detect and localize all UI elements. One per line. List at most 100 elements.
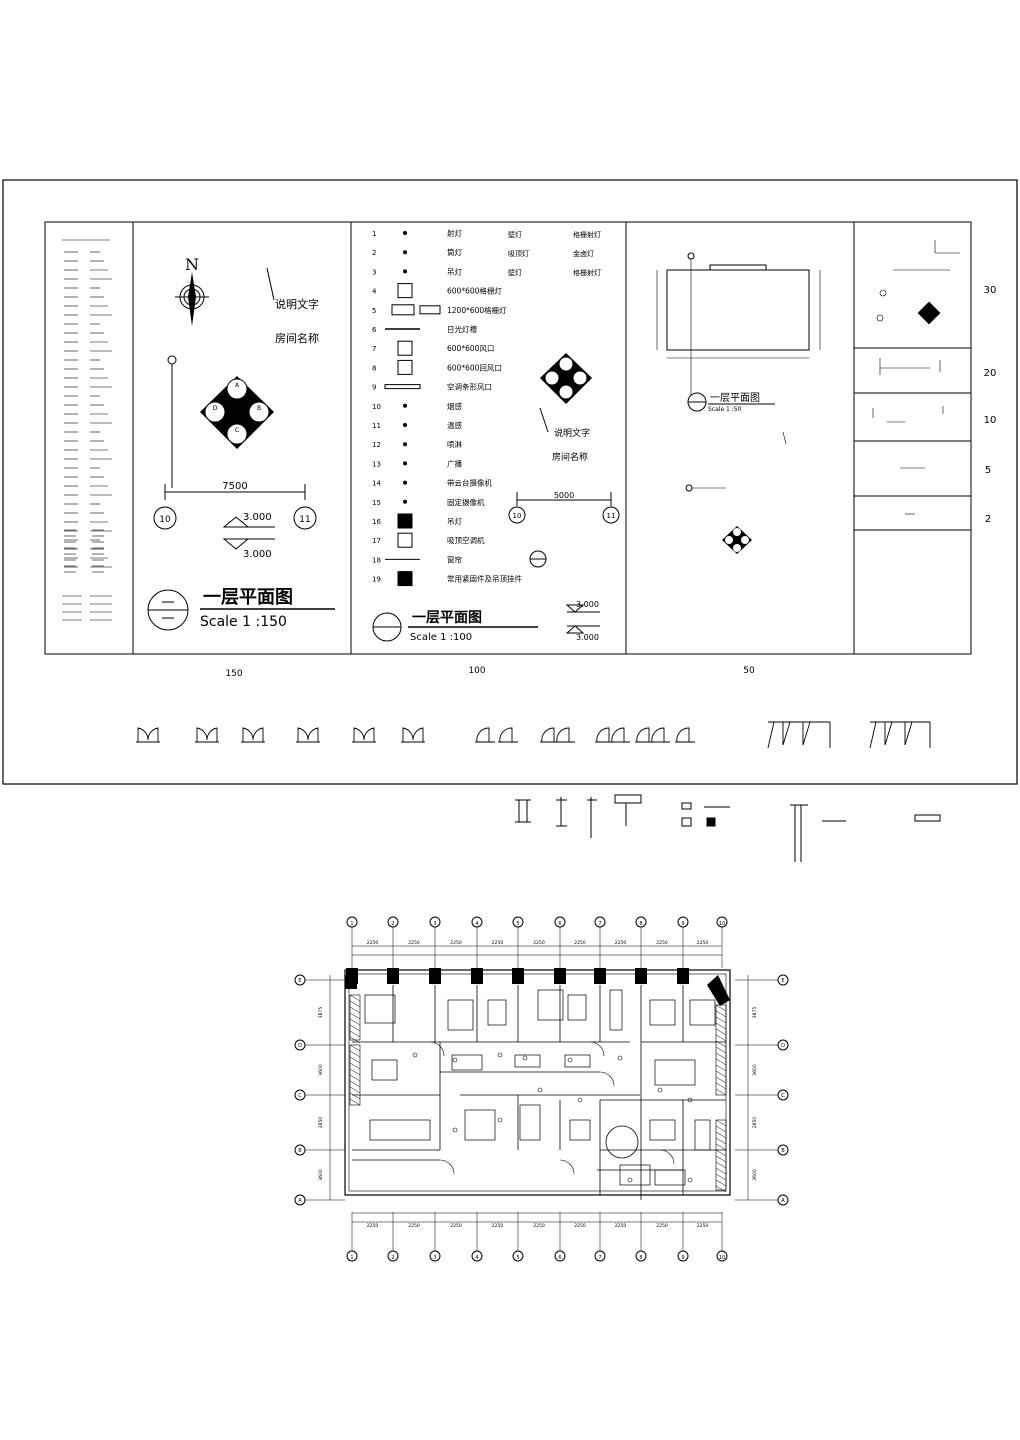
- legend-label: 600*600风口: [447, 344, 494, 353]
- scale-label-100: 100: [468, 666, 485, 676]
- column: [512, 968, 524, 984]
- legend-number: 6: [372, 326, 377, 334]
- legend-label: 射灯: [447, 228, 462, 238]
- legend-label: 吊灯: [447, 266, 462, 276]
- furniture: [649, 1119, 676, 1141]
- revolving-door: [605, 1125, 639, 1159]
- door-swing: [439, 1159, 455, 1175]
- axis-label: 8: [639, 921, 642, 927]
- legend-number: 7: [372, 345, 376, 353]
- outer-wall: [344, 969, 731, 1196]
- svg-text:B: B: [257, 405, 261, 412]
- axis-label: 6: [558, 921, 561, 927]
- legend-symbol-icon: [397, 283, 413, 299]
- dimension-text: 2250: [367, 940, 379, 946]
- plan-title: 一层平面图: [412, 610, 482, 626]
- dimension-text: 2850: [752, 1117, 758, 1129]
- furniture: [451, 1054, 483, 1071]
- legend-label: 吸顶空调机: [447, 535, 485, 545]
- legend-number: 2: [372, 249, 376, 257]
- axis-label: 5: [516, 921, 519, 927]
- axis-label: 7: [598, 921, 601, 927]
- dimension-text: 2250: [615, 1223, 627, 1229]
- note-text: 说明文字: [554, 427, 590, 439]
- legend-symbol-icon: [384, 384, 421, 390]
- door-icon: [297, 727, 319, 742]
- sheet-frame: [2, 179, 1018, 785]
- axis-label: 11: [299, 515, 310, 525]
- legend-label: 烟感: [447, 401, 462, 411]
- legend-number: 3: [372, 268, 376, 276]
- door-icon: [476, 727, 490, 743]
- legend-symbol-icon: [397, 340, 413, 356]
- floor-plan: 1122502250222250225033225022504422502250…: [294, 916, 789, 1262]
- legend-number: 17: [372, 537, 381, 545]
- legend-number: 19: [372, 576, 381, 584]
- legend-symbol-icon: [403, 461, 407, 466]
- column: [594, 968, 606, 984]
- dimension-text: 2250: [492, 940, 504, 946]
- axis-label: B: [298, 1148, 302, 1154]
- north-label: N: [185, 255, 199, 274]
- panel-50: 一层平面图 Scale 1 :50: [656, 252, 821, 554]
- legend-col3: 格栅射灯: [573, 230, 601, 239]
- note-text: 说明文字: [275, 297, 319, 311]
- furniture: [519, 1104, 541, 1141]
- column: [635, 968, 647, 984]
- plan-scale: Scale 1 :150: [200, 614, 287, 630]
- axis-label: 5: [516, 1255, 519, 1261]
- legend-symbol-icon: [403, 269, 407, 274]
- dimension-text: 2250: [408, 940, 420, 946]
- small-panels: [872, 240, 960, 515]
- furniture: [447, 999, 474, 1031]
- axis-label: E: [298, 978, 301, 984]
- legend-number: 9: [372, 384, 376, 392]
- door-icon: [611, 727, 625, 743]
- furniture: [464, 1109, 496, 1141]
- furniture: [649, 999, 676, 1026]
- axis-label: 4: [475, 1255, 478, 1261]
- row-scale-label: 20: [984, 368, 997, 379]
- legend-symbol-icon: [397, 513, 413, 529]
- furniture: [371, 1059, 398, 1081]
- plan-scale: Scale 1 :50: [708, 406, 742, 413]
- furniture: [564, 1054, 591, 1068]
- legend-symbol-icon: [403, 231, 407, 235]
- axis-label: 1: [350, 921, 353, 927]
- room-name: 房间名称: [552, 451, 588, 463]
- furniture: [369, 1119, 431, 1141]
- dimension-text: 3875: [752, 1007, 758, 1019]
- door-icon: [402, 727, 424, 742]
- door-symbols: [136, 721, 931, 749]
- svg-text:C: C: [235, 427, 239, 434]
- elevation-top: 3.000: [243, 512, 272, 523]
- plan-scale: Scale 1 :100: [410, 632, 472, 643]
- dimension-text: 2250: [615, 940, 627, 946]
- room-name: 房间名称: [275, 331, 319, 345]
- legend-label: 1200*600格栅灯: [447, 305, 507, 315]
- door-icon: [137, 727, 159, 742]
- legend-label: 筒灯: [447, 247, 462, 257]
- legend-number: 5: [372, 307, 376, 315]
- furniture: [364, 994, 396, 1024]
- axis-label: 6: [558, 1255, 561, 1261]
- axis-label: A: [298, 1198, 302, 1204]
- legend-label: 喷淋: [447, 439, 462, 449]
- legend-symbol-icon: [403, 480, 407, 485]
- legend-label: 常用紧固件及吊顶挂件: [447, 574, 522, 584]
- dimension-text: 3600: [318, 1064, 324, 1076]
- dimension-text: 2250: [574, 1223, 586, 1229]
- door-icon: [596, 727, 610, 743]
- legend-number: 11: [372, 422, 381, 430]
- axis-label: 7: [598, 1255, 601, 1261]
- legend-number: 1: [372, 230, 376, 238]
- axis-label: 9: [681, 921, 684, 927]
- index-symbol-icon: [540, 353, 592, 404]
- door-swing: [659, 1149, 675, 1165]
- legend-label: 带云台摄像机: [447, 478, 492, 488]
- furniture: [654, 1059, 696, 1086]
- legend-label: 600*600回风口: [447, 363, 502, 372]
- dimension-text: 2250: [574, 940, 586, 946]
- door-swing: [589, 1041, 605, 1057]
